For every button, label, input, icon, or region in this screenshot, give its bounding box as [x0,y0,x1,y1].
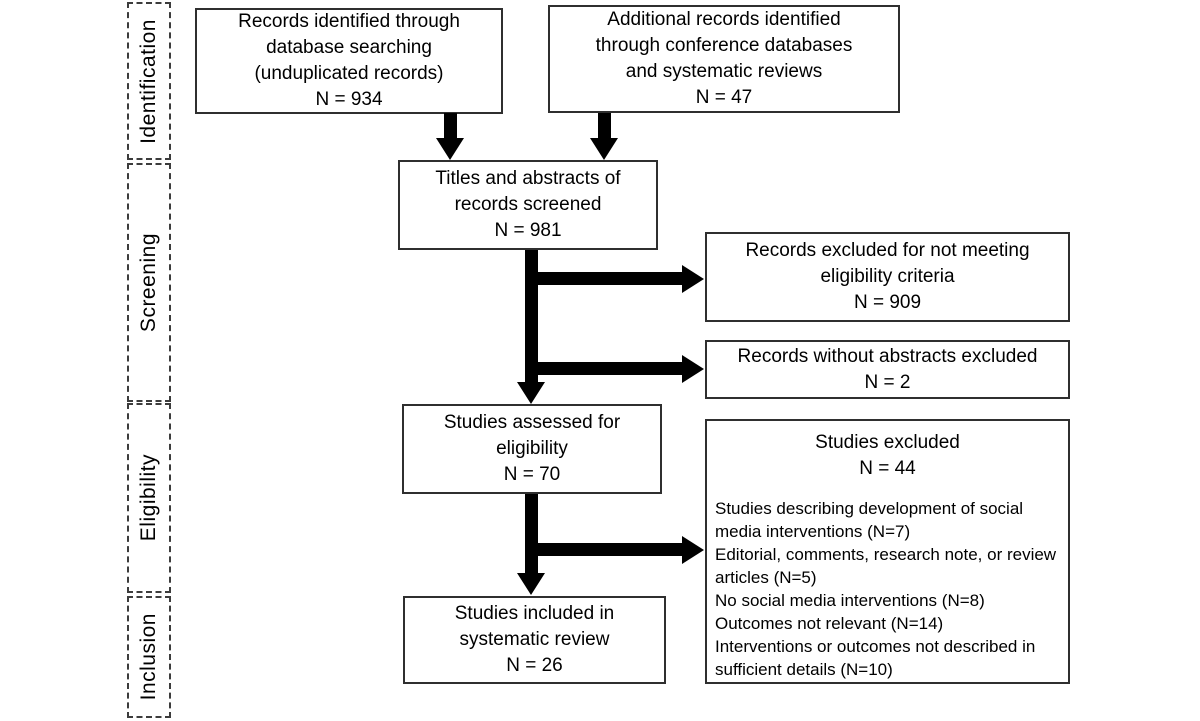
box-title: Studies excluded [815,432,960,453]
box-line: systematic review [459,629,610,650]
box-line: through conference databases [595,35,853,56]
box-line: Records excluded for not meeting [745,240,1030,261]
box-count: N = 47 [695,87,753,108]
box-count: N = 909 [853,292,922,313]
exclusion-reason: Studies describing development of social… [715,499,1024,541]
box-line: Records without abstracts excluded [737,345,1038,367]
box-studies-included: Studies included in systematic review N … [403,596,666,684]
stage-inclusion-label: Inclusion [137,613,160,701]
stage-eligibility: Eligibility [127,403,171,593]
stage-inclusion: Inclusion [127,596,171,718]
box-count: N = 2 [864,371,911,393]
stage-identification-label: Identification [137,18,160,144]
exclusion-reason: Outcomes not relevant (N=14) [715,614,944,633]
box-records-without-abstracts: Records without abstracts excluded N = 2 [705,340,1070,399]
stage-screening-label: Screening [137,232,160,333]
box-count: N = 44 [859,458,916,479]
box-records-excluded: Records excluded for not meeting eligibi… [705,232,1070,322]
box-line: Additional records identified [607,9,841,30]
box-line: Studies assessed for [443,412,621,433]
box-line: Records identified through [238,11,460,32]
box-line: (unduplicated records) [254,63,444,84]
box-line: eligibility criteria [820,266,955,287]
exclusion-reasons-list: Studies describing development of social… [715,497,1060,681]
exclusion-reason: Editorial, comments, research note, or r… [715,545,1057,587]
box-line: eligibility [496,438,568,459]
stage-eligibility-label: Eligibility [137,454,160,542]
box-line: database searching [266,37,432,58]
box-records-identified: Records identified through database sear… [195,8,503,114]
box-count: N = 981 [494,220,562,241]
box-studies-assessed: Studies assessed for eligibility N = 70 [402,404,662,494]
stage-identification: Identification [127,2,171,160]
box-line: and systematic reviews [625,61,823,82]
box-titles-screened: Titles and abstracts of records screened… [398,160,658,250]
exclusion-reason: No social media interventions (N=8) [715,591,985,610]
box-additional-records: Additional records identified through co… [548,5,900,113]
box-studies-excluded: Studies excluded N = 44 Studies describi… [705,419,1070,684]
box-line: Titles and abstracts of [435,168,621,189]
stage-screening: Screening [127,163,171,402]
box-count: N = 70 [503,464,561,485]
exclusion-reason: Interventions or outcomes not described … [715,637,1036,679]
box-line: Studies included in [454,603,615,624]
box-count: N = 26 [506,655,563,676]
box-count: N = 934 [315,89,383,110]
box-line: records screened [454,194,602,215]
